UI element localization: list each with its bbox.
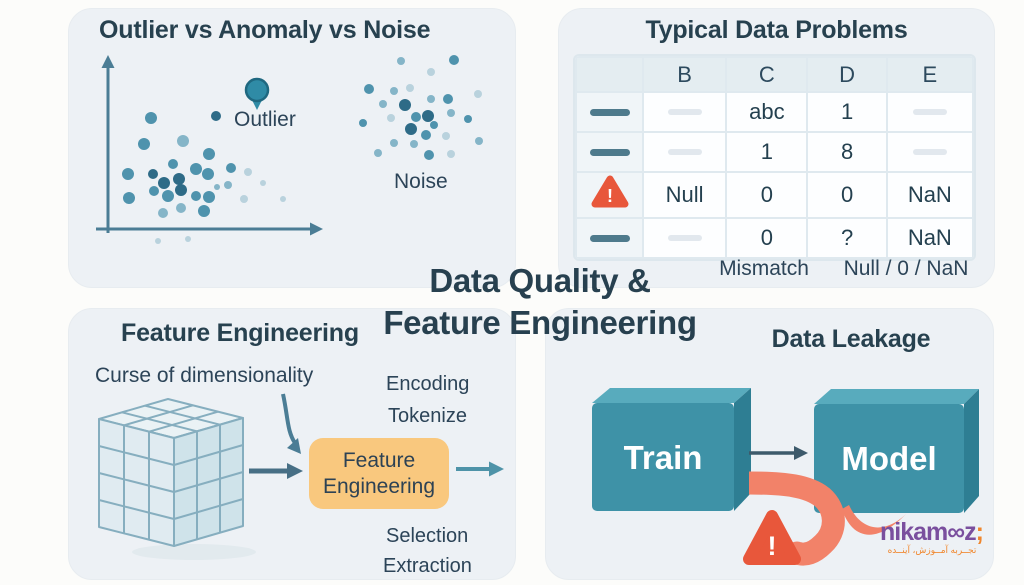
- logo-text-end: z: [964, 518, 976, 546]
- table-cell: [885, 131, 974, 173]
- column-header: C: [725, 56, 809, 93]
- table-cell: !: [575, 171, 644, 219]
- table-cell: 1: [806, 91, 888, 133]
- table-cell: 1: [725, 131, 809, 173]
- table-cell: [575, 91, 644, 133]
- empty-row-dash: [667, 109, 702, 115]
- feature-graphics: [98, 393, 504, 560]
- encoding-label: Encoding: [386, 373, 470, 395]
- outlier-label: Outlier: [234, 108, 296, 131]
- logo-text: nikam: [880, 518, 948, 546]
- table-cell: [885, 91, 974, 133]
- train-box-label: Train: [624, 439, 703, 476]
- table-cell: NaN: [885, 217, 974, 259]
- model-box: Model: [814, 389, 979, 513]
- curse-of-dimensionality-label: Curse of dimensionality: [95, 364, 314, 387]
- column-header: E: [885, 56, 974, 93]
- leakage-panel-title: Data Leakage: [771, 325, 931, 353]
- table-cell: NaN: [885, 171, 974, 219]
- empty-row-dash: [912, 149, 947, 155]
- table-cell: 0: [725, 217, 809, 259]
- train-box: Train: [592, 388, 751, 511]
- feature-engineering-box: Feature Engineering: [309, 438, 449, 509]
- nikamooz-logo: nikam∞z; تجــربه آمــوزش، آینــده: [880, 520, 1010, 555]
- caption-mismatch: Mismatch: [719, 257, 809, 280]
- table-cell: [641, 217, 728, 259]
- scatter-plot: [96, 55, 483, 244]
- logo-infinity-glyph: ∞: [947, 518, 965, 546]
- panel-outlier-noise: Outlier vs Anomaly vs Noise Outlier Nois…: [68, 8, 516, 288]
- filled-row-dash: [589, 148, 630, 156]
- arrow-box-to-right: [456, 461, 504, 477]
- table-warning-icon: !: [591, 175, 628, 208]
- panel-data-leakage: Data Leakage Train Model: [545, 308, 994, 580]
- problems-panel-title: Typical Data Problems: [645, 16, 908, 44]
- extraction-label: Extraction: [383, 555, 472, 577]
- scatter-axes: [96, 55, 323, 236]
- arrow-cube-to-box: [249, 463, 303, 479]
- column-header: B: [641, 56, 728, 93]
- cube-shadow: [132, 544, 256, 560]
- panel-feature-engineering: Feature Engineering Curse of dimensional…: [68, 308, 516, 580]
- leakage-graphics: Train Model !: [592, 388, 979, 566]
- column-header: D: [806, 56, 888, 93]
- selection-label: Selection: [386, 525, 469, 547]
- table-cell: [575, 131, 644, 173]
- leakage-warning-glyph: !: [768, 531, 777, 561]
- noise-cluster-dots: [359, 55, 483, 160]
- filled-row-dash: [589, 108, 630, 116]
- feature-box-line2: Engineering: [322, 474, 436, 498]
- table-cell: ?: [806, 217, 888, 259]
- arrow-train-to-model: [749, 446, 808, 460]
- scatter-cluster-dots: [122, 111, 286, 244]
- empty-row-dash: [667, 235, 702, 241]
- model-box-label: Model: [841, 440, 936, 477]
- column-header: [575, 56, 644, 93]
- outlier-pin-marker: [244, 77, 270, 110]
- logo-semicolon: ;: [975, 518, 984, 546]
- arrow-curse-to-box: [281, 393, 301, 454]
- dimensionality-cube: [98, 398, 244, 547]
- leakage-warning-icon: !: [743, 510, 801, 565]
- outlier-panel-title: Outlier vs Anomaly vs Noise: [99, 16, 431, 44]
- table-cell: [575, 217, 644, 259]
- tokenize-label: Tokenize: [388, 405, 467, 427]
- feature-box-line1: Feature: [342, 448, 416, 472]
- table-cell: Null: [641, 171, 728, 219]
- table-cell: [641, 91, 728, 133]
- empty-row-dash: [667, 149, 702, 155]
- table-cell: [641, 131, 728, 173]
- caption-null-0-nan: Null / 0 / NaN: [843, 257, 969, 280]
- table-cell: 8: [806, 131, 888, 173]
- noise-label: Noise: [394, 170, 448, 193]
- logo-subtext: تجــربه آمــوزش، آینــده: [887, 545, 977, 555]
- feature-panel-title: Feature Engineering: [121, 319, 359, 347]
- table-cell: 0: [725, 171, 809, 219]
- empty-row-dash: [912, 109, 947, 115]
- svg-text:!: !: [607, 186, 613, 206]
- table-cell: 0: [806, 171, 888, 219]
- filled-row-dash: [589, 234, 630, 242]
- table-cell: abc: [725, 91, 809, 133]
